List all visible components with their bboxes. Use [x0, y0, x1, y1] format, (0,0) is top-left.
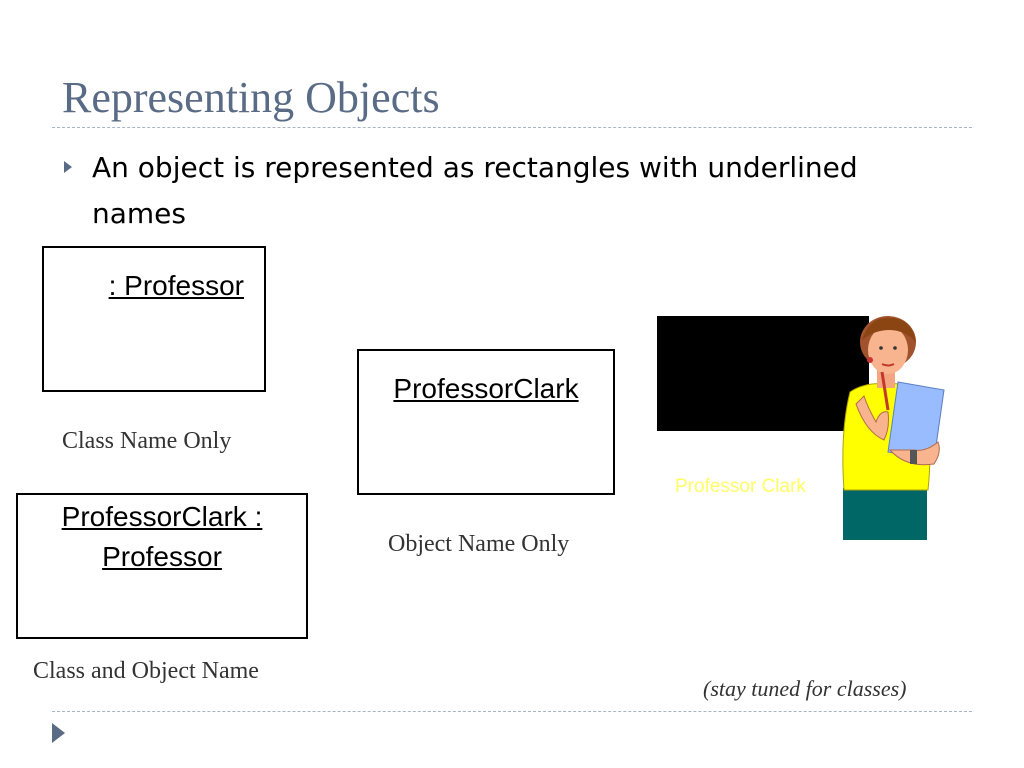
class-and-object-name-line2: Professor — [102, 541, 222, 572]
stay-tuned-note: (stay tuned for classes) — [703, 676, 907, 701]
footer-arrow-icon[interactable] — [52, 723, 65, 743]
class-only-name: : Professor — [108, 270, 244, 301]
slide-title: Representing Objects — [62, 73, 440, 122]
professor-label: Professor Clark — [675, 476, 806, 497]
title-divider — [52, 127, 972, 128]
object-only-caption: Object Name Only — [388, 531, 570, 557]
class-only-caption: Class Name Only — [62, 428, 232, 454]
bullet-arrow-icon — [64, 161, 72, 173]
class-and-object-box: ProfessorClark : Professor — [16, 493, 308, 639]
professor-clipart-icon — [842, 316, 945, 540]
bullet-text: An object is represented as rectangles w… — [92, 151, 858, 230]
object-only-box: ProfessorClark — [357, 349, 615, 495]
class-only-box: : Professor — [42, 246, 266, 392]
class-and-object-caption: Class and Object Name — [33, 658, 259, 684]
object-only-name: ProfessorClark — [393, 373, 579, 404]
image-placeholder-rect — [657, 316, 869, 431]
class-and-object-name-line1: ProfessorClark : — [61, 501, 263, 532]
footer-divider — [52, 711, 972, 712]
